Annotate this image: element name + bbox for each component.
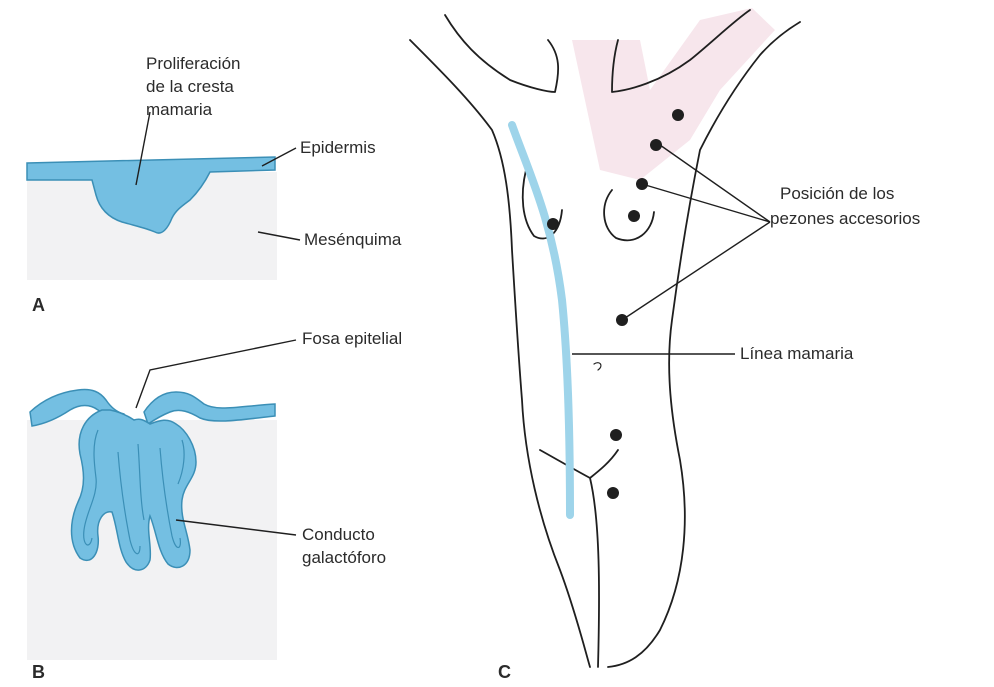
nipple-dot [636, 178, 648, 190]
label-ridge-line3: mamaria [146, 99, 212, 121]
label-duct-line1: Conducto [302, 524, 375, 546]
label-accessory-nipples-line2: pezones accesorios [770, 208, 920, 230]
navel-mark [594, 363, 601, 370]
nipple-dot [610, 429, 622, 441]
panel-b-epidermis-right [144, 392, 275, 424]
panel-b-drawing [27, 389, 277, 660]
label-duct-line2: galactóforo [302, 547, 386, 569]
nipple-dot [650, 139, 662, 151]
panel-a-drawing [27, 157, 277, 280]
nipple-dot [672, 109, 684, 121]
label-epidermis: Epidermis [300, 137, 376, 159]
label-ridge-line1: Proliferación [146, 53, 241, 75]
label-accessory-nipples-line1: Posición de los [780, 183, 894, 205]
nipple-dot [616, 314, 628, 326]
mammary-line-band [512, 125, 570, 515]
panel-b-ducts [72, 410, 197, 570]
label-epithelial-pit: Fosa epitelial [302, 328, 402, 350]
label-ridge-line2: de la cresta [146, 76, 234, 98]
panel-letter-a: A [32, 295, 45, 316]
nipple-dot [547, 218, 559, 230]
label-mammary-line: Línea mamaria [740, 343, 853, 365]
panel-letter-c: C [498, 662, 511, 683]
nipple-dot [607, 487, 619, 499]
nipple-dot [628, 210, 640, 222]
label-mesenchyme: Mesénquima [304, 229, 401, 251]
panel-letter-b: B [32, 662, 45, 683]
